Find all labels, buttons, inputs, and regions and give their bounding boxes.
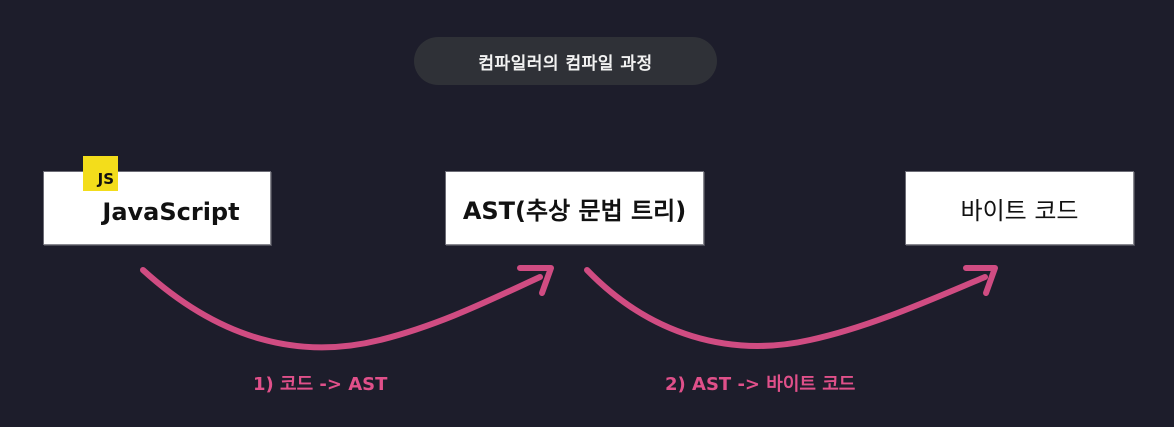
arrow-step-1 (140, 265, 554, 351)
javascript-logo-icon: JS (83, 156, 118, 191)
bytecode-node-label: 바이트 코드 (960, 196, 1079, 225)
arrow-step-2 (584, 265, 998, 349)
bytecode-node: 바이트 코드 (906, 172, 1133, 244)
step-2-label: 2) AST -> 바이트 코드 (665, 374, 856, 395)
step-1-label: 1) 코드 -> AST (253, 374, 388, 395)
ast-node: AST(추상 문법 트리) (446, 172, 703, 244)
javascript-node-label: JavaScript (102, 198, 240, 226)
diagram-title: 컴파일러의 컴파일 과정 (414, 37, 717, 85)
javascript-node: JavaScript (44, 172, 270, 244)
ast-node-label: AST(추상 문법 트리) (462, 196, 687, 225)
